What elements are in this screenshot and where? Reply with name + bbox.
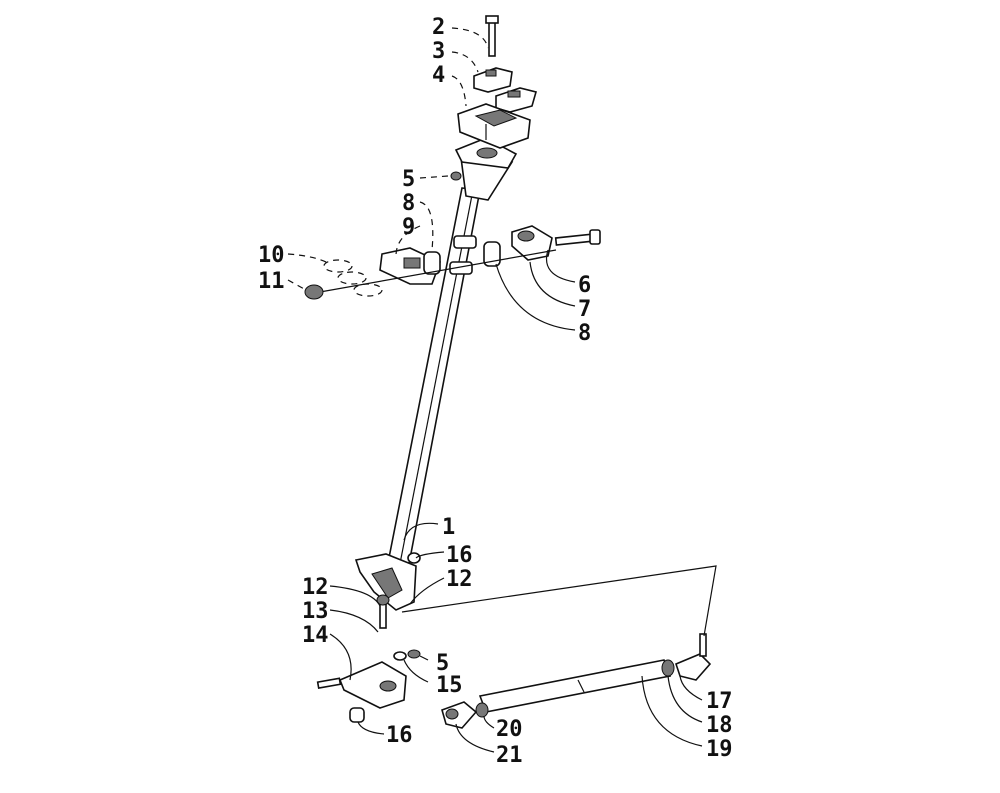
callout-3: 3 (432, 39, 445, 64)
leader-lines (287, 27, 703, 753)
callout-11: 11 (258, 269, 285, 294)
callout-6: 6 (578, 273, 591, 298)
callout-13: 13 (302, 599, 329, 624)
callout-16-lower: 16 (386, 723, 413, 748)
callout-19: 19 (706, 737, 733, 762)
callout-labels: 2 3 4 5 8 9 10 11 6 7 8 1 16 12 12 13 14… (258, 15, 733, 768)
callout-7: 7 (578, 297, 591, 322)
callout-10: 10 (258, 243, 285, 268)
callout-8-upper: 8 (402, 191, 415, 216)
callout-17: 17 (706, 689, 733, 714)
callout-14: 14 (302, 623, 329, 648)
callout-20: 20 (496, 717, 523, 742)
callout-2: 2 (432, 15, 445, 40)
callout-5-upper: 5 (402, 167, 415, 192)
handlebar-clamp-assembly (457, 15, 537, 149)
assembly-path-line (401, 565, 717, 637)
tie-rod-assembly (441, 633, 712, 729)
callout-15: 15 (436, 673, 463, 698)
steering-shaft (383, 137, 518, 586)
callout-5-lower: 5 (436, 651, 449, 676)
callout-8-lower: 8 (578, 321, 591, 346)
bearing-bracket-assembly (304, 225, 601, 300)
callout-12-left: 12 (302, 575, 329, 600)
callout-21: 21 (496, 743, 523, 768)
callout-12-right: 12 (446, 567, 473, 592)
callout-16-upper: 16 (446, 543, 473, 568)
callout-1: 1 (442, 515, 455, 540)
callout-9: 9 (402, 215, 415, 240)
lower-bracket-assembly (316, 552, 421, 723)
callout-4: 4 (432, 63, 445, 88)
nut-upper (450, 171, 462, 181)
callout-18: 18 (706, 713, 733, 738)
